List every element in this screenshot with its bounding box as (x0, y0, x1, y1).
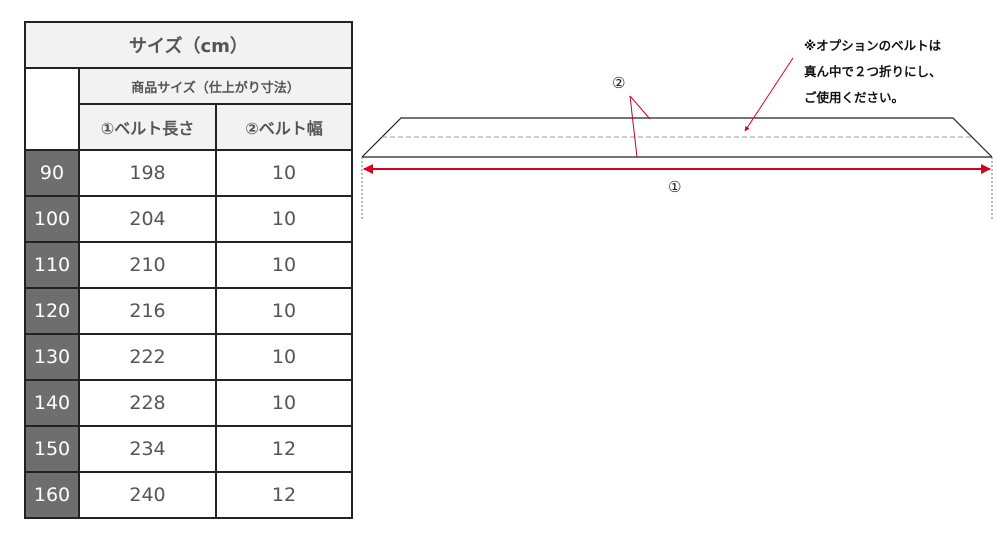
width-cell: 10 (215, 333, 353, 381)
width-cell: 12 (215, 471, 353, 519)
size-cell: 160 (24, 471, 80, 519)
size-cell: 100 (24, 195, 80, 243)
length-cell: 222 (78, 333, 217, 381)
size-cell: 110 (24, 241, 80, 289)
width-cell: 10 (215, 241, 353, 289)
width-cell: 10 (215, 379, 353, 427)
note-line: ※オプションのベルトは (804, 38, 942, 53)
note-line: 真ん中で２つ折りにし、 (804, 64, 942, 79)
size-cell: 120 (24, 287, 80, 335)
size-cell: 90 (24, 149, 80, 197)
size-cell: 150 (24, 425, 80, 473)
length-cell: 210 (78, 241, 217, 289)
fold-note: ※オプションのベルトは 真ん中で２つ折りにし、 ご使用ください。 (804, 33, 942, 111)
group-header: 商品サイズ（仕上がり寸法） (78, 67, 353, 105)
length-label: ① (668, 178, 682, 196)
length-cell: 216 (78, 287, 217, 335)
table-title: サイズ（cm） (24, 21, 353, 69)
size-cell: 130 (24, 333, 80, 381)
column-header-width: ②ベルト幅 (215, 103, 353, 151)
length-cell: 198 (78, 149, 217, 197)
corner-cell (24, 67, 80, 151)
length-cell: 204 (78, 195, 217, 243)
width-pointer (629, 95, 651, 158)
width-label: ② (612, 74, 626, 92)
note-line: ご使用ください。 (804, 90, 905, 105)
width-cell: 10 (215, 287, 353, 335)
width-cell: 10 (215, 195, 353, 243)
length-cell: 234 (78, 425, 217, 473)
belt-outline (361, 117, 993, 158)
note-arrow (744, 57, 794, 132)
length-cell: 228 (78, 379, 217, 427)
column-header-length: ①ベルト長さ (78, 103, 217, 151)
length-cell: 240 (78, 471, 217, 519)
width-cell: 12 (215, 425, 353, 473)
size-cell: 140 (24, 379, 80, 427)
width-cell: 10 (215, 149, 353, 197)
